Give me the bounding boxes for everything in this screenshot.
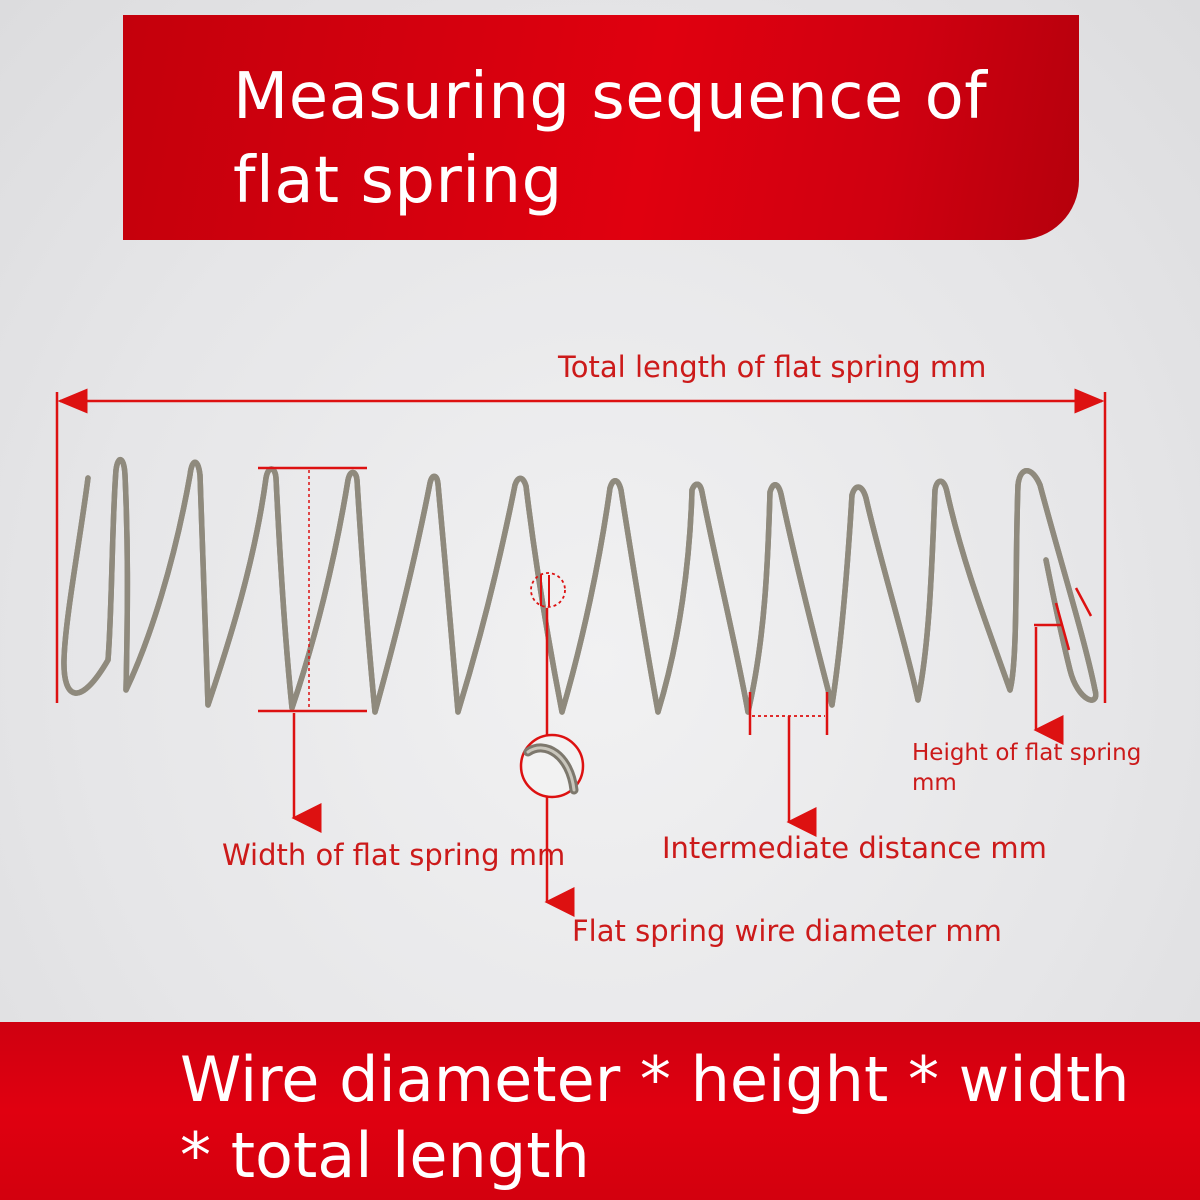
width-label: Width of flat spring mm	[222, 838, 566, 872]
spring-diagram	[55, 388, 1107, 917]
flat-spring-wire	[64, 460, 1096, 715]
wire-diameter-callout	[519, 572, 585, 917]
formula-text: Wire diameter * height * width * total l…	[180, 1043, 1130, 1192]
page-title: Measuring sequence of flat spring	[233, 60, 988, 218]
height-label: Height of flat spring mm	[912, 740, 1142, 796]
intermediate-distance-label: Intermediate distance mm	[662, 831, 1047, 865]
formula-banner: Wire diameter * height * width * total l…	[0, 1022, 1200, 1200]
title-banner: Measuring sequence of flat spring	[123, 15, 1079, 240]
intermediate-distance-dimension	[748, 692, 829, 837]
wire-diameter-label: Flat spring wire diameter mm	[572, 914, 1002, 948]
height-dimension	[1033, 587, 1093, 745]
total-length-label: Total length of flat spring mm	[558, 350, 987, 384]
width-dimension	[258, 466, 367, 833]
total-length-dimension	[55, 388, 1107, 703]
